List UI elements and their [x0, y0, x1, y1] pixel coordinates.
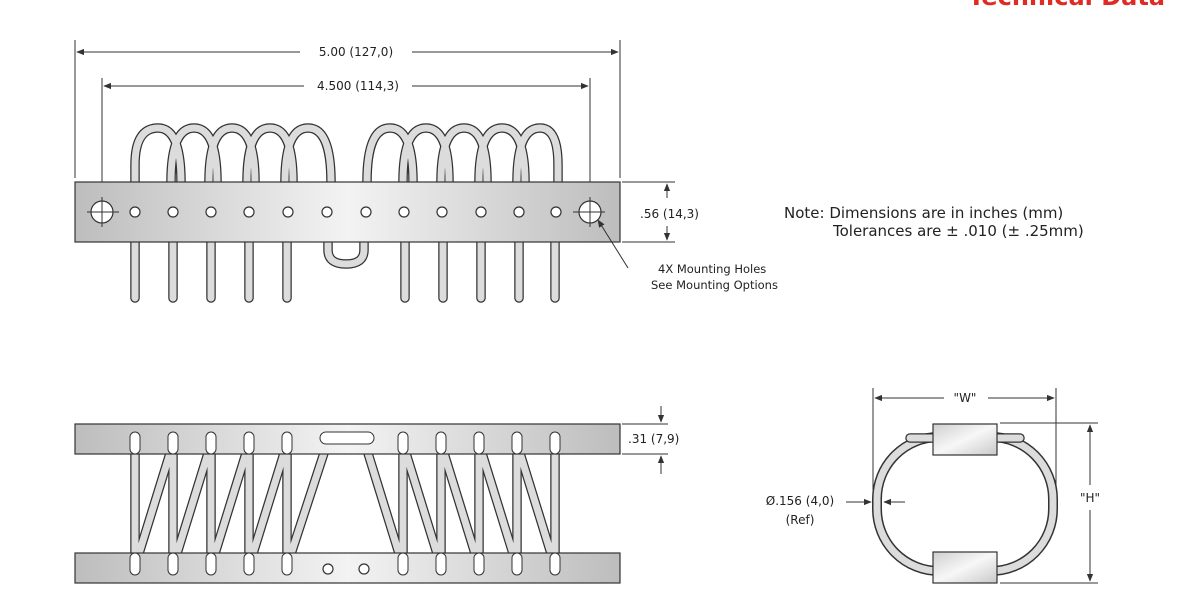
- callout-line-1: 4X Mounting Holes: [658, 262, 766, 276]
- end-view-top-block: [932, 423, 998, 456]
- side-top-wire-ends: [129, 431, 561, 455]
- note-line-1: Note: Dimensions are in inches (mm): [784, 204, 1063, 222]
- end-view-bottom-block: [932, 551, 998, 584]
- mounting-hole-leader: [597, 219, 629, 269]
- mounting-hole-right: [573, 197, 605, 227]
- side-coil-wires: [130, 435, 560, 573]
- top-view: 5.00 (127,0) 4.500 (114,3): [74, 40, 778, 303]
- side-view: .31 (7,9): [74, 406, 679, 584]
- wire-ref-label: (Ref): [786, 513, 815, 527]
- side-bottom-wire-ends: [129, 552, 561, 576]
- end-view-loop: [872, 432, 1058, 576]
- hole-spacing-label: 4.500 (114,3): [317, 79, 399, 93]
- top-coil-loops: [130, 123, 563, 187]
- dimension-note: Note: Dimensions are in inches (mm) Tole…: [784, 204, 1084, 240]
- mounting-hole-left: [87, 197, 119, 227]
- top-bar-holes: [129, 206, 562, 218]
- top-mounting-bar: [74, 181, 621, 243]
- note-line-2: Tolerances are ± .010 (± .25mm): [832, 222, 1084, 240]
- height-label: "H": [1080, 491, 1100, 505]
- callout-line-2: See Mounting Options: [651, 278, 778, 292]
- side-bottom-plate: [74, 552, 621, 584]
- top-coil-legs: [130, 237, 560, 303]
- overall-length-label: 5.00 (127,0): [319, 45, 393, 59]
- page-header-title: Technical Data: [968, 0, 1165, 11]
- wire-diameter-label: Ø.156 (4,0): [766, 494, 834, 508]
- plate-height-label: .56 (14,3): [640, 207, 699, 221]
- plate-thickness-label: .31 (7,9): [628, 432, 679, 446]
- width-label: "W": [954, 391, 977, 405]
- end-view: "W" "H" Ø.156 (4,0) (Ref): [766, 388, 1100, 584]
